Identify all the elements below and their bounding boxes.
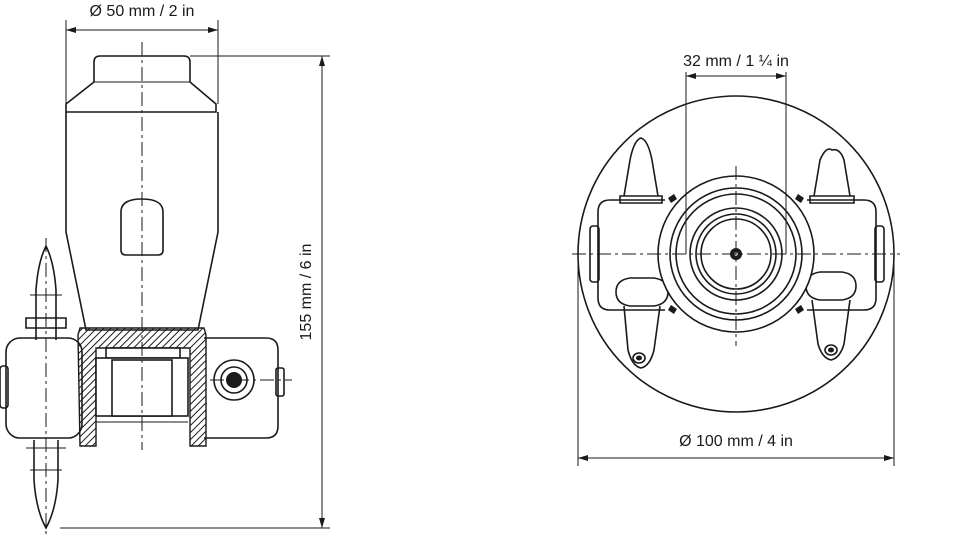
side-height-dimension: 155 mm / 6 in xyxy=(60,55,330,529)
front-right-block xyxy=(807,199,877,311)
side-inner-fitting xyxy=(105,347,181,359)
front-outer-label: Ø 100 mm / 4 in xyxy=(679,433,793,450)
front-nozzle-upper-left xyxy=(623,137,659,197)
front-outer-dimension: Ø 100 mm / 4 in xyxy=(577,254,895,466)
front-inner-label: 32 mm / 1 ¼ in xyxy=(683,53,789,70)
side-left-block xyxy=(5,337,83,439)
side-view xyxy=(0,42,292,535)
side-port-inner xyxy=(226,372,242,388)
side-nozzle-lower xyxy=(33,440,59,530)
side-width-label: Ø 50 mm / 2 in xyxy=(90,3,195,20)
front-nozzle-lower-left xyxy=(615,277,669,369)
side-top-cap xyxy=(65,55,217,113)
side-width-dimension: Ø 50 mm / 2 in xyxy=(65,3,219,104)
front-nozzle-lower-right xyxy=(805,271,857,361)
front-nozzle-upper-right xyxy=(813,148,851,197)
front-view xyxy=(572,95,900,413)
side-height-label: 155 mm / 6 in xyxy=(298,244,315,341)
front-inner-dimension: 32 mm / 1 ¼ in xyxy=(683,53,789,254)
side-clamp-hatched xyxy=(77,327,207,447)
side-right-block xyxy=(204,337,279,439)
side-window-slot xyxy=(120,198,164,256)
front-left-block xyxy=(597,199,665,311)
